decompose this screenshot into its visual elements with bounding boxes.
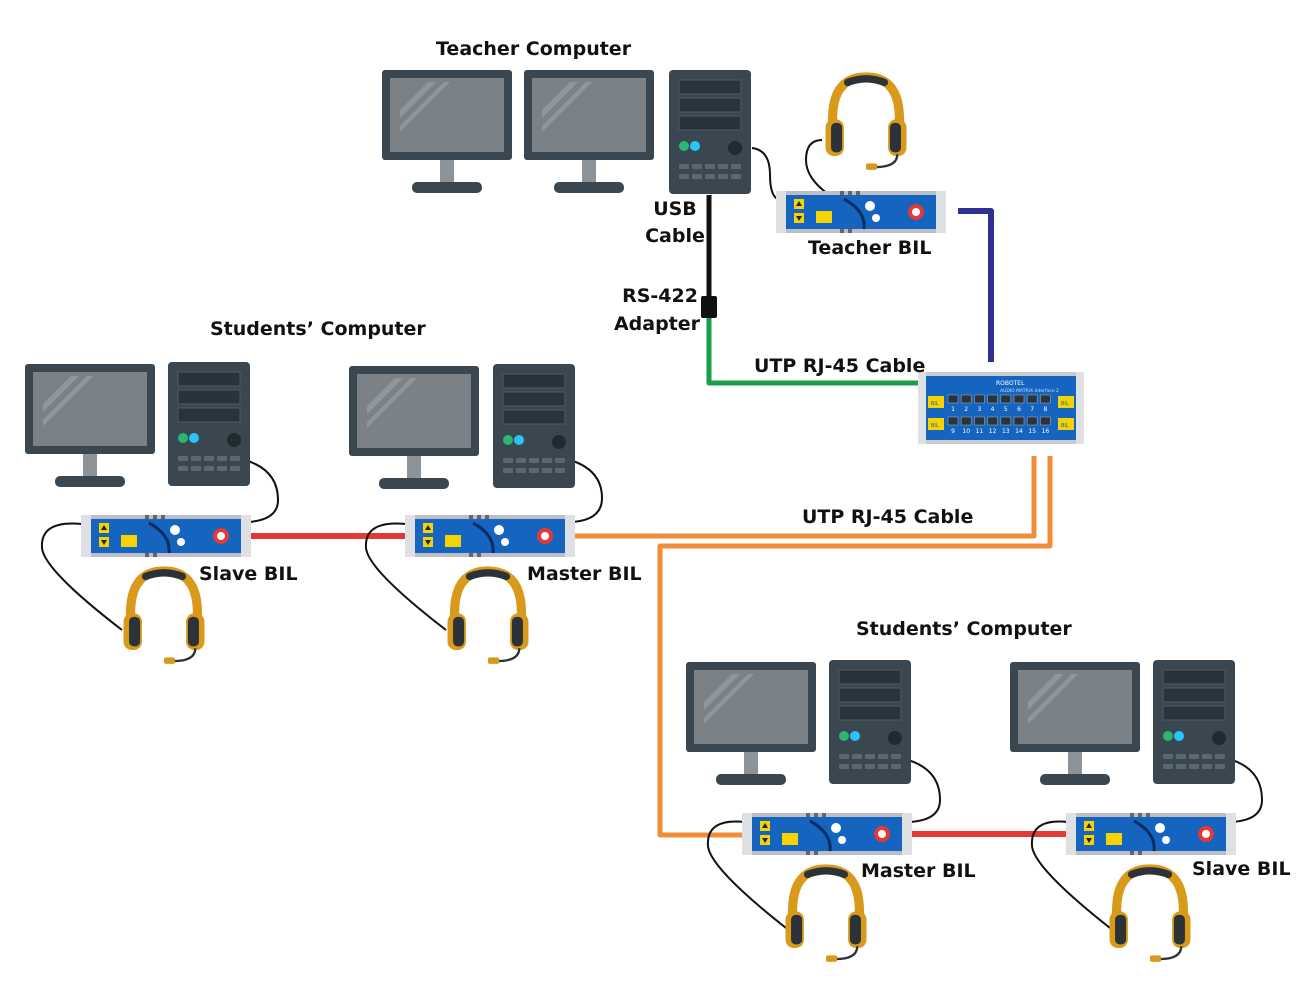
audio-matrix-hub: ROBOTEL AUDIO MATRIX Interface 2 BIL BIL… [918,372,1084,444]
hub-port-number: 15 [1028,428,1036,435]
usb-cable-label-line2: Cable [645,225,705,247]
hub-port-number: 8 [1043,406,1047,413]
right-tower1-cable [907,759,941,823]
hub-port-number: 6 [1017,406,1021,413]
hub-port-number: 4 [991,406,995,413]
hub-port [974,416,985,426]
hub-port [960,394,972,404]
slave-bil-left-label: Slave BIL [199,563,298,585]
hub-port-number: 2 [964,406,968,413]
hub-port [1040,416,1051,426]
orange-cable-left [575,456,1037,539]
hub-port-number: 13 [1002,428,1010,435]
right-monitor-2 [1010,662,1140,785]
hub-tag-1: BIL [931,401,939,407]
hub-port-number: 16 [1042,428,1050,435]
hub-port-number: 7 [1030,406,1034,413]
utp-cable-mid-label: UTP RJ-45 Cable [802,506,974,528]
left-tower-2 [493,364,575,488]
left-headset1-cable [40,522,123,631]
teacher-bil [776,191,946,233]
rs422-label-line1: RS-422 [622,285,698,307]
teacher-tower [669,70,751,194]
left-slave-bil [81,515,251,557]
hub-port [947,394,959,404]
left-monitor-2 [349,366,479,489]
hub-port [947,416,959,426]
hub-port [1026,394,1038,404]
hub-port [1000,394,1012,404]
master-bil-left-label: Master BIL [527,563,642,585]
left-headset2-cable [364,522,447,631]
left-tower1-cable [244,459,279,523]
right-headset-2 [1110,869,1191,962]
hub-port [1000,416,1012,426]
right-headset1-cable [706,820,787,929]
teacher-tower-bil-cable [751,147,781,201]
hub-port-number: 10 [962,428,970,435]
hub-tag-4: BIL [1061,423,1069,429]
right-students-station [686,660,1236,962]
purple-cable [958,208,994,362]
usb-cable-label-line1: USB [653,198,697,220]
left-headset-1 [124,571,205,664]
hub-port-number: 12 [989,428,997,435]
teacher-computer-label: Teacher Computer [436,38,632,60]
right-master-bil [742,813,912,855]
hub-port [1040,394,1051,404]
teacher-bil-label: Teacher BIL [808,237,932,259]
slave-bil-right-label: Slave BIL [1192,858,1291,880]
left-tower2-cable [569,459,603,523]
left-monitor-1 [25,364,155,487]
utp-cable-top-label: UTP RJ-45 Cable [754,355,926,377]
hub-port [1013,416,1025,426]
right-slave-bil [1066,813,1236,855]
hub-model: AUDIO MATRIX Interface 2 [1000,388,1059,394]
right-headset-1 [786,869,867,962]
hub-brand: ROBOTEL [996,380,1025,387]
left-tower-1 [168,362,250,486]
cables [40,139,1263,929]
hub-port-number: 9 [951,428,955,435]
rs422-label-line2: Adapter [613,313,701,335]
students-computer-right-label: Students’ Computer [856,618,1072,640]
hub-port [960,416,972,426]
hub-tag-3: BIL [931,423,939,429]
hub-port [1013,394,1025,404]
right-tower-1 [829,660,911,784]
rs422-adapter-connector [701,296,717,318]
hub-port [987,416,998,426]
hub-port [1026,416,1038,426]
hub-port-number: 14 [1015,428,1023,435]
left-master-bil [405,515,575,557]
teacher-headset-cable [805,139,829,195]
green-cable [706,318,918,386]
right-tower-2 [1153,660,1235,784]
hub-port [974,394,985,404]
hub-port-number: 3 [977,406,981,413]
hub-port-number: 11 [976,428,984,435]
master-bil-right-label: Master BIL [861,860,976,882]
left-headset-2 [448,571,529,664]
hub-port [987,394,998,404]
hub-port-number: 5 [1004,406,1008,413]
hub-tag-2: BIL [1061,401,1069,407]
teacher-headset [826,77,907,170]
students-computer-left-label: Students’ Computer [210,318,426,340]
orange-cable-right [657,456,1053,838]
teacher-monitor-1 [382,70,512,193]
right-monitor-1 [686,662,816,785]
teacher-monitor-2 [524,70,654,193]
right-headset2-cable [1030,820,1111,929]
hub-port-number: 1 [951,406,955,413]
right-tower2-cable [1231,759,1263,823]
